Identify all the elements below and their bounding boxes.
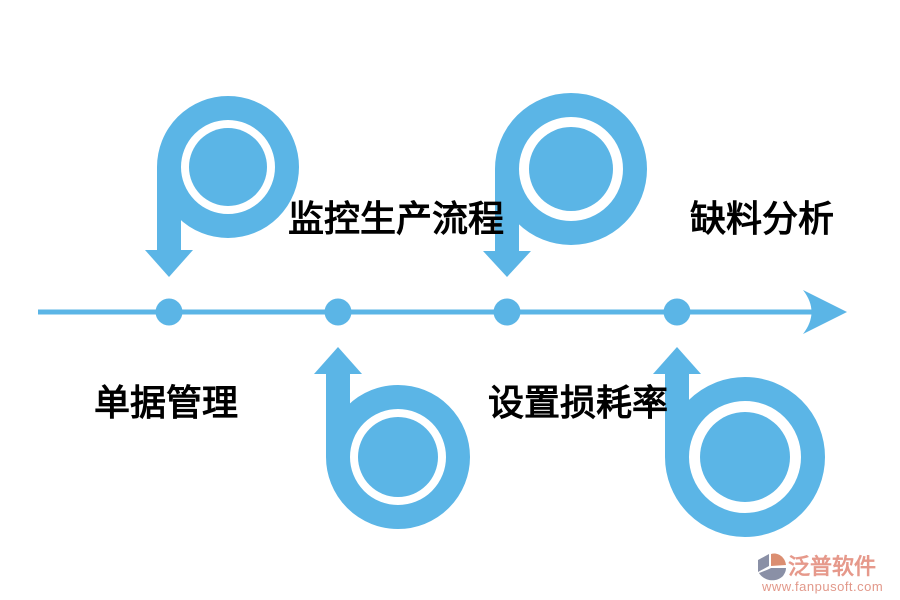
loop-arrow-up-icon-1	[314, 347, 470, 529]
watermark-url-text: www.fanpusoft.com	[762, 579, 884, 594]
step-label-documents: 单据管理	[94, 382, 239, 423]
timeline-node-dot-2	[324, 298, 352, 326]
timeline-node-dot-3	[493, 298, 521, 326]
fanpu-logo-icon	[758, 553, 786, 581]
step-label-monitor-production: 监控生产流程	[288, 198, 505, 239]
loop-arrow-down-icon-1	[145, 96, 299, 277]
timeline-node-dot-4	[663, 298, 691, 326]
step-label-shortage-analysis: 缺料分析	[690, 198, 835, 239]
loop-arrow-up-icon-2	[653, 347, 825, 537]
watermark-brand-text: 泛普软件	[788, 554, 877, 579]
step-label-loss-rate: 设置损耗率	[488, 382, 669, 423]
timeline-arrowhead-icon	[803, 290, 847, 334]
loop-arrow-down-icon-2	[483, 93, 647, 277]
watermark: 泛普软件 www.fanpusoft.com	[757, 552, 897, 594]
timeline-node-dot-1	[155, 298, 183, 326]
